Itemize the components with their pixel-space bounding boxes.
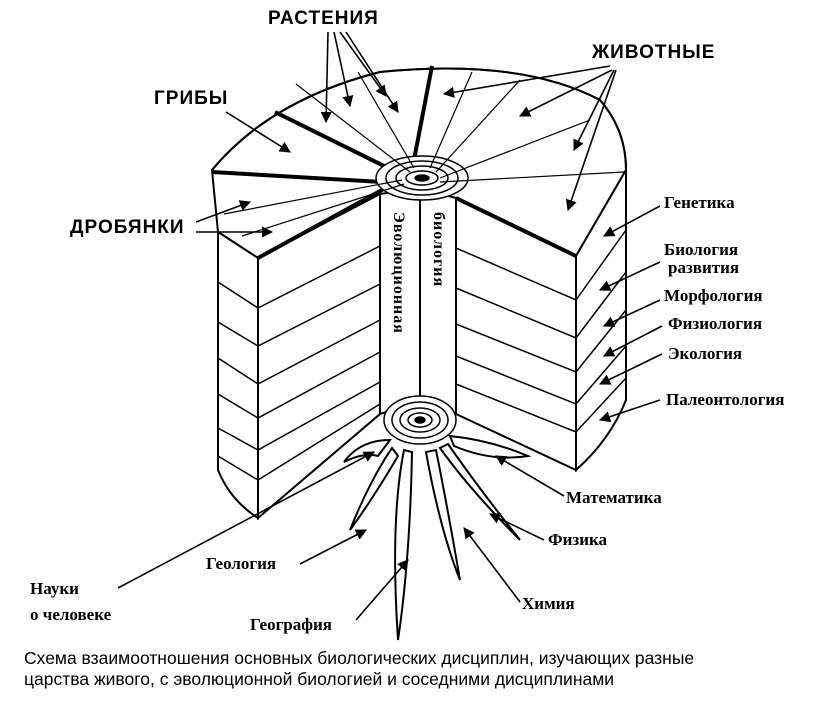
label-genetics: Генетика xyxy=(664,193,735,212)
core-top-rings xyxy=(376,156,468,200)
core-left-label: Эволюционная xyxy=(390,212,407,334)
core-right-label: биология xyxy=(430,212,447,287)
label-paleontology: Палеонтология xyxy=(666,390,784,409)
core-bottom-rings xyxy=(384,396,456,444)
root-labels: Математика Физика Химия География Геолог… xyxy=(30,488,662,634)
label-bacteria: ДРОБЯНКИ xyxy=(70,217,185,238)
label-geology: Геология xyxy=(206,554,276,573)
label-humanities-2: о человеке xyxy=(30,605,112,624)
root-humanities xyxy=(344,440,390,462)
label-fungi: ГРИБЫ xyxy=(154,88,228,109)
roots xyxy=(344,436,528,640)
label-animals: ЖИВОТНЫЕ xyxy=(591,42,715,63)
root-arrows xyxy=(118,452,564,620)
root-geography xyxy=(395,450,412,640)
figure-caption: Схема взаимоотношения основных биологиче… xyxy=(24,648,804,690)
label-humanities-1: Науки xyxy=(30,579,79,598)
cylinder xyxy=(212,66,626,518)
label-plants: РАСТЕНИЯ xyxy=(268,8,379,29)
label-physics: Физика xyxy=(548,530,608,549)
caption-line-2: царства живого, с эволюционной биологией… xyxy=(24,669,804,690)
layer-labels: Генетика Биология развития Морфология Фи… xyxy=(664,193,784,409)
label-mathematics: Математика xyxy=(566,488,662,507)
root-chemistry xyxy=(426,450,460,580)
label-physiology: Физиология xyxy=(668,314,762,333)
label-morphology: Морфология xyxy=(664,286,763,305)
caption-line-1: Схема взаимоотношения основных биологиче… xyxy=(24,648,804,669)
label-devbio-2: развития xyxy=(668,258,739,277)
label-ecology: Экология xyxy=(668,344,742,363)
label-devbio-1: Биология xyxy=(664,240,738,259)
left-face xyxy=(218,232,258,518)
label-chemistry: Химия xyxy=(522,594,575,613)
label-geography: География xyxy=(250,615,332,634)
